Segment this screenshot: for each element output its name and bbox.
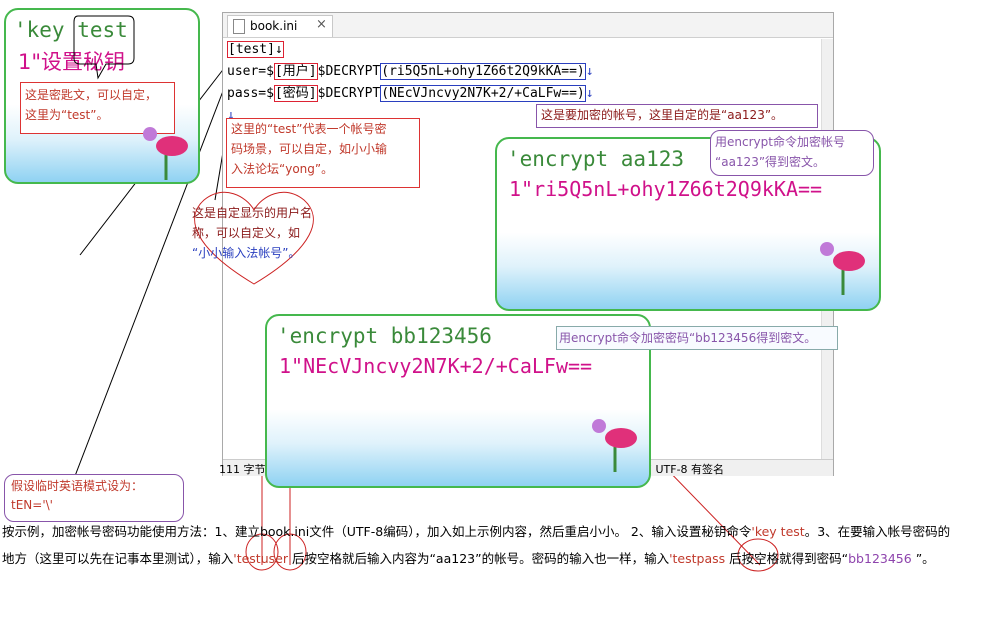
encrypt-password-note: 用encrypt命令加密密码“bb123456得到密文。	[556, 326, 838, 350]
flower-icon	[592, 419, 637, 472]
status-size: 111 字节	[219, 463, 266, 476]
ime-candidate[interactable]: 1"ri5Q5nL+ohy1Z66t2Q9kKA==	[509, 177, 823, 201]
heart-shape	[194, 191, 314, 285]
group-note: 这里的“test”代表一个帐号密 码场景，可以自定，如小小输 入法论坛“yong…	[226, 118, 420, 188]
code-area[interactable]: [test]↓ user=$[用户]$DECRYPT(ri5Q5nL+ohy1Z…	[227, 39, 594, 127]
user-note: 这是自定显示的用户名 称，可以自定义，如 “小小输入法帐号”。	[192, 206, 313, 260]
code-line-3: pass=$[密码]$DECRYPT(NEcVJncvy2N7K+2/+CaLF…	[227, 85, 594, 102]
file-icon	[233, 19, 245, 34]
encrypt-account-note: 用encrypt命令加密帐号 “aa123”得到密文。	[710, 130, 874, 176]
code-line-4: ↓	[227, 108, 235, 123]
ime-input-line: 'key test	[14, 18, 128, 42]
close-icon[interactable]: ×	[316, 17, 327, 32]
status-encoding: 7 UTF-8 有签名	[645, 463, 725, 476]
speech-bubble	[73, 15, 135, 80]
ime-candidate[interactable]: 1"设置秘钥	[18, 50, 126, 74]
account-note: 这是要加密的帐号，这里自定的是“aa123”。	[536, 104, 818, 128]
ime-input-line: 'encrypt aa123	[507, 147, 685, 171]
ime-panel-key: 'key test 1"设置秘钥 这是密匙文，可以自定， 这里为“test”。	[4, 8, 200, 184]
tab-bar: book.ini ×	[223, 13, 833, 38]
tab-label: book.ini	[250, 19, 298, 33]
ime-input-line: 'encrypt bb123456	[277, 324, 492, 348]
flower-icon	[820, 242, 865, 295]
key-note: 这是密匙文，可以自定， 这里为“test”。	[20, 82, 175, 134]
code-line-1: [test]↓	[227, 41, 284, 58]
code-line-2: user=$[用户]$DECRYPT(ri5Q5nL+ohy1Z66t2Q9kK…	[227, 63, 594, 80]
instructions-text: 按示例，加密帐号密码功能使用方法：1、建立book.ini文件（UTF-8编码）…	[2, 524, 951, 566]
flower-icon	[143, 127, 188, 180]
tab-book-ini[interactable]: book.ini ×	[227, 15, 333, 37]
temp-english-note: 假设临时英语模式设为： tEN='\'	[4, 474, 184, 522]
ime-candidate[interactable]: 1"NEcVJncvy2N7K+2/+CaLFw==	[279, 354, 593, 378]
